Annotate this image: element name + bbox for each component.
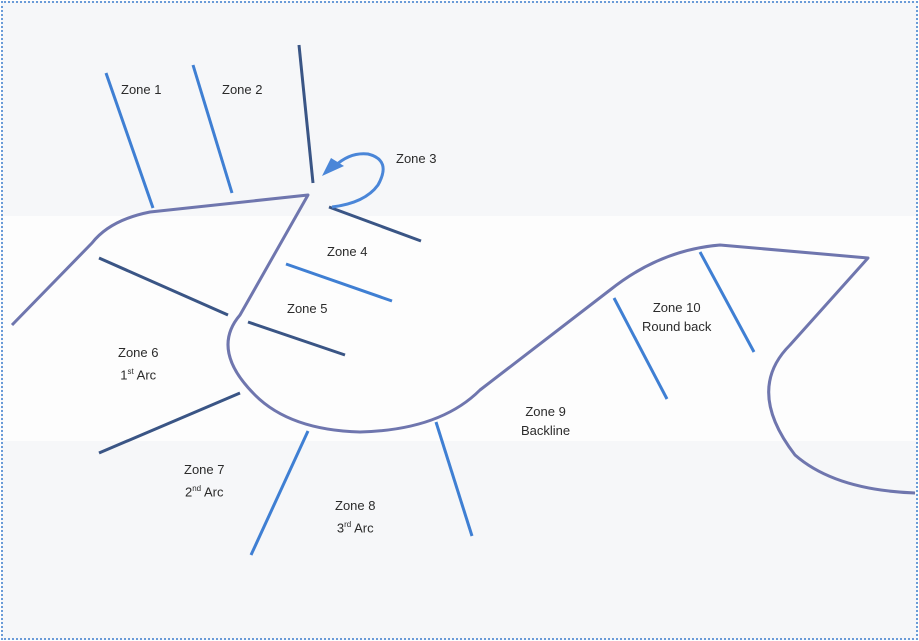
- zone-3-label: Zone 3: [396, 151, 437, 166]
- zone-1-label: Zone 1: [121, 82, 162, 97]
- zone-8-line: [249, 430, 310, 556]
- zone-5-line: [247, 320, 346, 357]
- zone-3-arrow: [331, 152, 385, 209]
- zone-5-label: Zone 5: [287, 301, 328, 316]
- zone-6-line: [98, 256, 229, 317]
- zone-9-line: [434, 421, 474, 537]
- zone-6-label: Zone 6 1st Arc: [118, 345, 159, 383]
- zone-2-label: Zone 2: [222, 82, 263, 97]
- zone-4-line: [328, 205, 422, 243]
- zone-7-label: Zone 7 2nd Arc: [184, 462, 225, 500]
- zone-10-label: Zone 10 Round back: [642, 300, 712, 334]
- zone-10-line-a: [612, 297, 669, 400]
- background-band: [3, 216, 916, 441]
- arrow-head-icon: [322, 158, 344, 176]
- zone-4b-line: [285, 262, 393, 303]
- court-outline: [10, 193, 916, 495]
- zone-8-label: Zone 8 3rd Arc: [335, 498, 376, 536]
- zone-7-line: [98, 391, 241, 455]
- zone-1-line: [104, 72, 155, 209]
- zone-9-label: Zone 9 Backline: [521, 404, 571, 438]
- zone-4-label: Zone 4: [327, 244, 368, 259]
- zone-2-line: [191, 64, 234, 194]
- zone-10-line-b: [698, 251, 756, 353]
- zone-3-line: [297, 44, 315, 184]
